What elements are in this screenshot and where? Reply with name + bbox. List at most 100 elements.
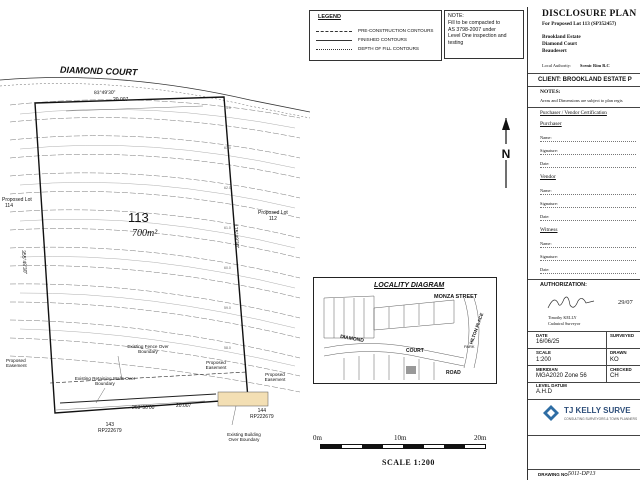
annotation-easement-left: Proposed Easement — [6, 358, 27, 368]
purchaser-date-field[interactable]: Date: — [540, 161, 636, 168]
drawn-label: DRAWN — [610, 350, 627, 355]
neighbour-right-label: Proposed Lot 112 — [258, 210, 288, 222]
certification-title: Purchaser / Vendor Certification — [540, 110, 607, 116]
drawn-value: KO — [610, 357, 619, 363]
note-line: testing — [448, 40, 464, 47]
note-box: NOTE: Fill to be compacted to AS 3798-20… — [444, 10, 524, 59]
lot-144-label: 144 RP222679 — [250, 408, 274, 420]
lot-144-rp: RP222679 — [250, 414, 274, 420]
annotation-fence: Existing Fence Over Boundary — [127, 344, 169, 354]
note-line: Level One inspection and — [448, 33, 507, 40]
lot-143-rp: RP222679 — [98, 428, 122, 434]
annotation-building: Existing Building Over Boundary — [227, 432, 261, 442]
scale-value: 1:200 — [536, 357, 552, 363]
witness-date-field[interactable]: Date: — [540, 267, 636, 274]
locality-street-road: ROAD — [446, 370, 461, 376]
note-line: AS 3798-2007 under — [448, 26, 496, 33]
authorization-label: AUTHORIZATION: — [540, 282, 587, 288]
estate-line-3: Beaudesert — [542, 48, 567, 54]
company-logo-icon — [543, 405, 559, 421]
annotation-retaining-walls: Existing Retaining Walls Over Boundary — [74, 376, 136, 386]
neighbour-right-text: Proposed Lot — [258, 210, 288, 216]
legend-item-fill: DEPTH OF FILL CONTOURS — [358, 46, 420, 51]
scale-label-0: 0m — [313, 434, 322, 442]
easement-line — [49, 371, 247, 384]
surveyor-name: Timothy KELLY — [548, 315, 577, 320]
company-name: TJ KELLY SURVE — [564, 406, 631, 415]
vendor-name-field[interactable]: Name: — [540, 188, 636, 195]
svg-text:N: N — [502, 147, 511, 161]
lot-number-label: 113 — [128, 210, 149, 225]
legend-line-fill — [316, 49, 352, 50]
contour-label: 62.0 — [224, 186, 231, 190]
scale-label-10: 10m — [394, 434, 407, 442]
checked-value: CH — [610, 373, 619, 379]
neighbour-left-num: 114 — [5, 203, 13, 209]
legend-item-preconstruction: PRE-CONSTRUCTION CONTOURS — [358, 28, 434, 33]
vendor-signature-field[interactable]: Signature: — [540, 201, 636, 208]
legend-line-preconstruction — [316, 31, 352, 32]
company-subtitle: CONSULTING SURVEYORS & TOWN PLANNERS — [564, 417, 638, 421]
contour-label: 61.0 — [224, 226, 231, 230]
surveyor-role: Cadastral Surveyor — [548, 321, 581, 326]
notes-text: Areas and Dimensions are subject to plan… — [540, 98, 623, 103]
authority-value: Scenic Rim R.C — [580, 63, 610, 68]
scale-text: SCALE 1:200 — [382, 458, 435, 467]
site-plan-drawing — [0, 77, 310, 426]
locality-street-court: COURT — [406, 348, 424, 354]
level-datum-value: A.H.D — [536, 389, 553, 395]
scale-bar — [320, 444, 486, 449]
locality-diagram: LOCALITY DIAGRAM MONZA STREET DIAMOND CO… — [313, 277, 497, 384]
surveyor-signature — [547, 296, 595, 309]
locality-street-monza: MONZA STREET — [434, 294, 478, 300]
neighbour-left-label: Proposed Lot 114 — [2, 197, 32, 209]
legend-title: LEGEND — [318, 14, 341, 20]
legend-item-finished: FINISHED CONTOURS — [358, 37, 407, 42]
notes-title: NOTES: — [540, 89, 561, 95]
purchaser-heading: Purchaser — [540, 121, 562, 127]
finished-contour-lines — [19, 109, 296, 367]
note-line: Fill to be compacted to — [448, 19, 501, 26]
contour-label: 64.0 — [224, 106, 231, 110]
meridian-label: MERIDIAN — [536, 367, 558, 372]
bearing-bottom-label: 263°50'00" — [132, 405, 157, 411]
lot-143-label: 143 RP222679 — [98, 422, 122, 434]
checked-label: CHECKED — [610, 367, 632, 372]
date-value: 16/06/25 — [536, 339, 560, 345]
neighbour-right-num: 112 — [268, 216, 277, 222]
purchaser-name-field[interactable]: Name: — [540, 135, 636, 142]
client-label: CLIENT: BROOKLAND ESTATE P — [538, 77, 632, 83]
date-label: DATE — [536, 333, 548, 338]
meridian-value: MGA2020 Zone 56 — [536, 373, 587, 379]
surveyed-label: SURVEYED — [610, 333, 635, 338]
estate-line-1: Brookland Estate — [542, 34, 581, 40]
plan-subtitle: For Proposed Lot 113 (SP352457) — [542, 21, 617, 27]
street-boundary-line — [0, 77, 310, 113]
lot-area-label: 700m² — [132, 228, 158, 239]
contour-label: 60.0 — [224, 266, 231, 270]
witness-heading: Witness — [540, 227, 558, 233]
locality-title: LOCALITY DIAGRAM — [374, 282, 445, 289]
authorization-date: 29/07 — [618, 299, 633, 306]
scale-label: SCALE — [536, 350, 551, 355]
vendor-heading: Vendor — [540, 174, 556, 180]
vendor-date-field[interactable]: Date: — [540, 214, 636, 221]
lot-144-num: 144 — [257, 408, 266, 414]
estate-line-2: Diamond Court — [542, 41, 578, 47]
witness-name-field[interactable]: Name: — [540, 241, 636, 248]
retaining-wall-line — [59, 393, 217, 404]
level-datum-label: LEVEL DATUM — [536, 383, 567, 388]
witness-signature-field[interactable]: Signature: — [540, 254, 636, 261]
legend-box: LEGEND PRE-CONSTRUCTION CONTOURS FINISHE… — [309, 10, 442, 61]
street-kerb-line — [0, 83, 310, 119]
legend-line-finished — [316, 40, 352, 41]
contour-label: 59.0 — [224, 306, 231, 310]
plan-title: DISCLOSURE PLAN — [542, 9, 637, 19]
purchaser-signature-field[interactable]: Signature: — [540, 148, 636, 155]
locality-park: PARK — [464, 344, 475, 349]
neighbour-left-text: Proposed Lot — [2, 197, 32, 203]
authority-label: Local Authority: — [542, 63, 572, 68]
annotation-easement-centre: Proposed Easement — [205, 360, 227, 370]
north-arrow-icon: N — [498, 118, 514, 188]
dim-top-label: 20.007 — [113, 97, 129, 103]
